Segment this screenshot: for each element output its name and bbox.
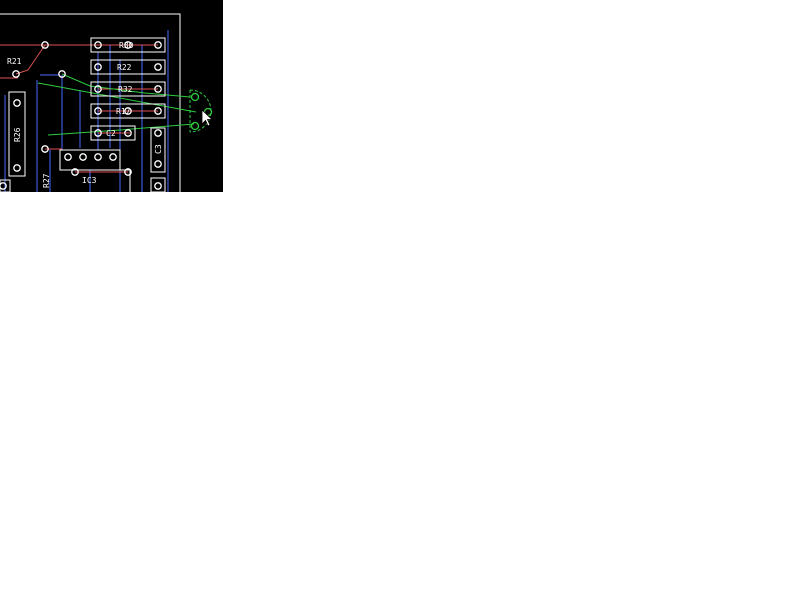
ratsnest-lines — [37, 73, 197, 136]
label-r27: R27 — [42, 173, 51, 188]
arrow-pointer-icon — [201, 109, 214, 127]
label-r22: R22 — [117, 63, 132, 72]
label-c3: C3 — [154, 144, 163, 154]
pcb-layout-viewport[interactable]: R30 R22 R32 R17 C2 R21 IC3 R26 R27 C3 — [0, 0, 223, 192]
silkscreen-outlines — [0, 37, 166, 192]
label-r21: R21 — [7, 57, 22, 66]
label-r30: R30 — [119, 41, 134, 50]
component-pads — [0, 41, 162, 190]
label-c2: C2 — [106, 129, 116, 138]
pcb-board-canvas[interactable]: R30 R22 R32 R17 C2 R21 IC3 R26 R27 C3 — [0, 0, 223, 192]
top-layer-traces — [0, 44, 158, 173]
label-r26: R26 — [13, 127, 22, 142]
label-r32: R32 — [118, 85, 133, 94]
board-outline — [0, 13, 181, 192]
label-ic3: IC3 — [82, 176, 97, 185]
component-labels: R30 R22 R32 R17 C2 R21 IC3 R26 R27 C3 — [7, 41, 163, 188]
label-r17: R17 — [116, 107, 131, 116]
